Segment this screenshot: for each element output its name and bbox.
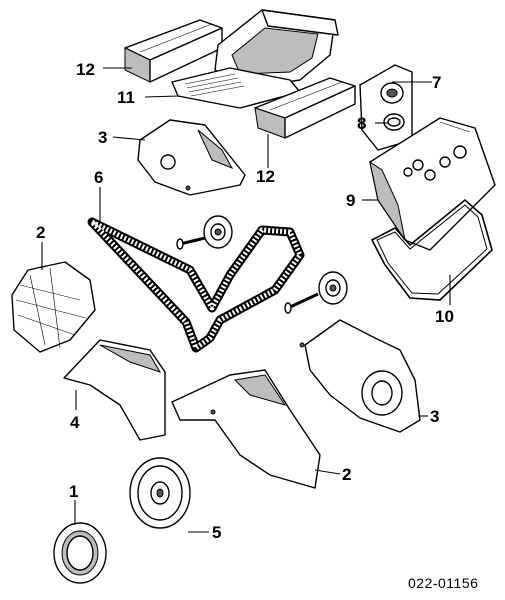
- callout-1: 1: [69, 482, 78, 501]
- leader-lines: [41, 67, 451, 533]
- diagram-code: 022-01156: [408, 575, 478, 591]
- callout-3-top: 3: [98, 128, 107, 147]
- belt-tensioner-roller: [176, 215, 233, 250]
- callout-2-left: 2: [36, 223, 45, 242]
- callout-5: 5: [212, 523, 221, 542]
- callout-4: 4: [70, 413, 80, 432]
- callout-9: 9: [346, 191, 355, 210]
- callout-12-right: 12: [256, 167, 275, 186]
- callout-3-right: 3: [430, 407, 439, 426]
- left-timing-cover-dome: [11, 261, 96, 353]
- callout-6: 6: [94, 168, 103, 187]
- center-lower-cover: [171, 369, 321, 489]
- callout-labels: 12 11 3 12 6 7 8 9 10 2 4 2 3 1 5: [36, 60, 454, 542]
- crankshaft-pulley: [129, 457, 191, 529]
- timing-belt: [87, 217, 305, 353]
- lower-left-cover: [63, 339, 166, 441]
- callout-2-bottom: 2: [342, 465, 351, 484]
- engine-top-cover: [124, 9, 356, 139]
- callout-10: 10: [435, 307, 454, 326]
- callout-7: 7: [432, 73, 441, 92]
- right-timing-cover: [299, 319, 421, 433]
- callout-12-left: 12: [76, 60, 95, 79]
- belt-idler-roller: [284, 271, 348, 314]
- upper-timing-cover: [137, 119, 246, 196]
- valve-cover-gasket: [370, 198, 493, 301]
- crankshaft-seal: [53, 522, 107, 584]
- valve-cover: [369, 117, 496, 251]
- callout-8: 8: [357, 114, 366, 133]
- callout-11: 11: [117, 88, 135, 107]
- oil-filler-cap-group: [359, 64, 413, 151]
